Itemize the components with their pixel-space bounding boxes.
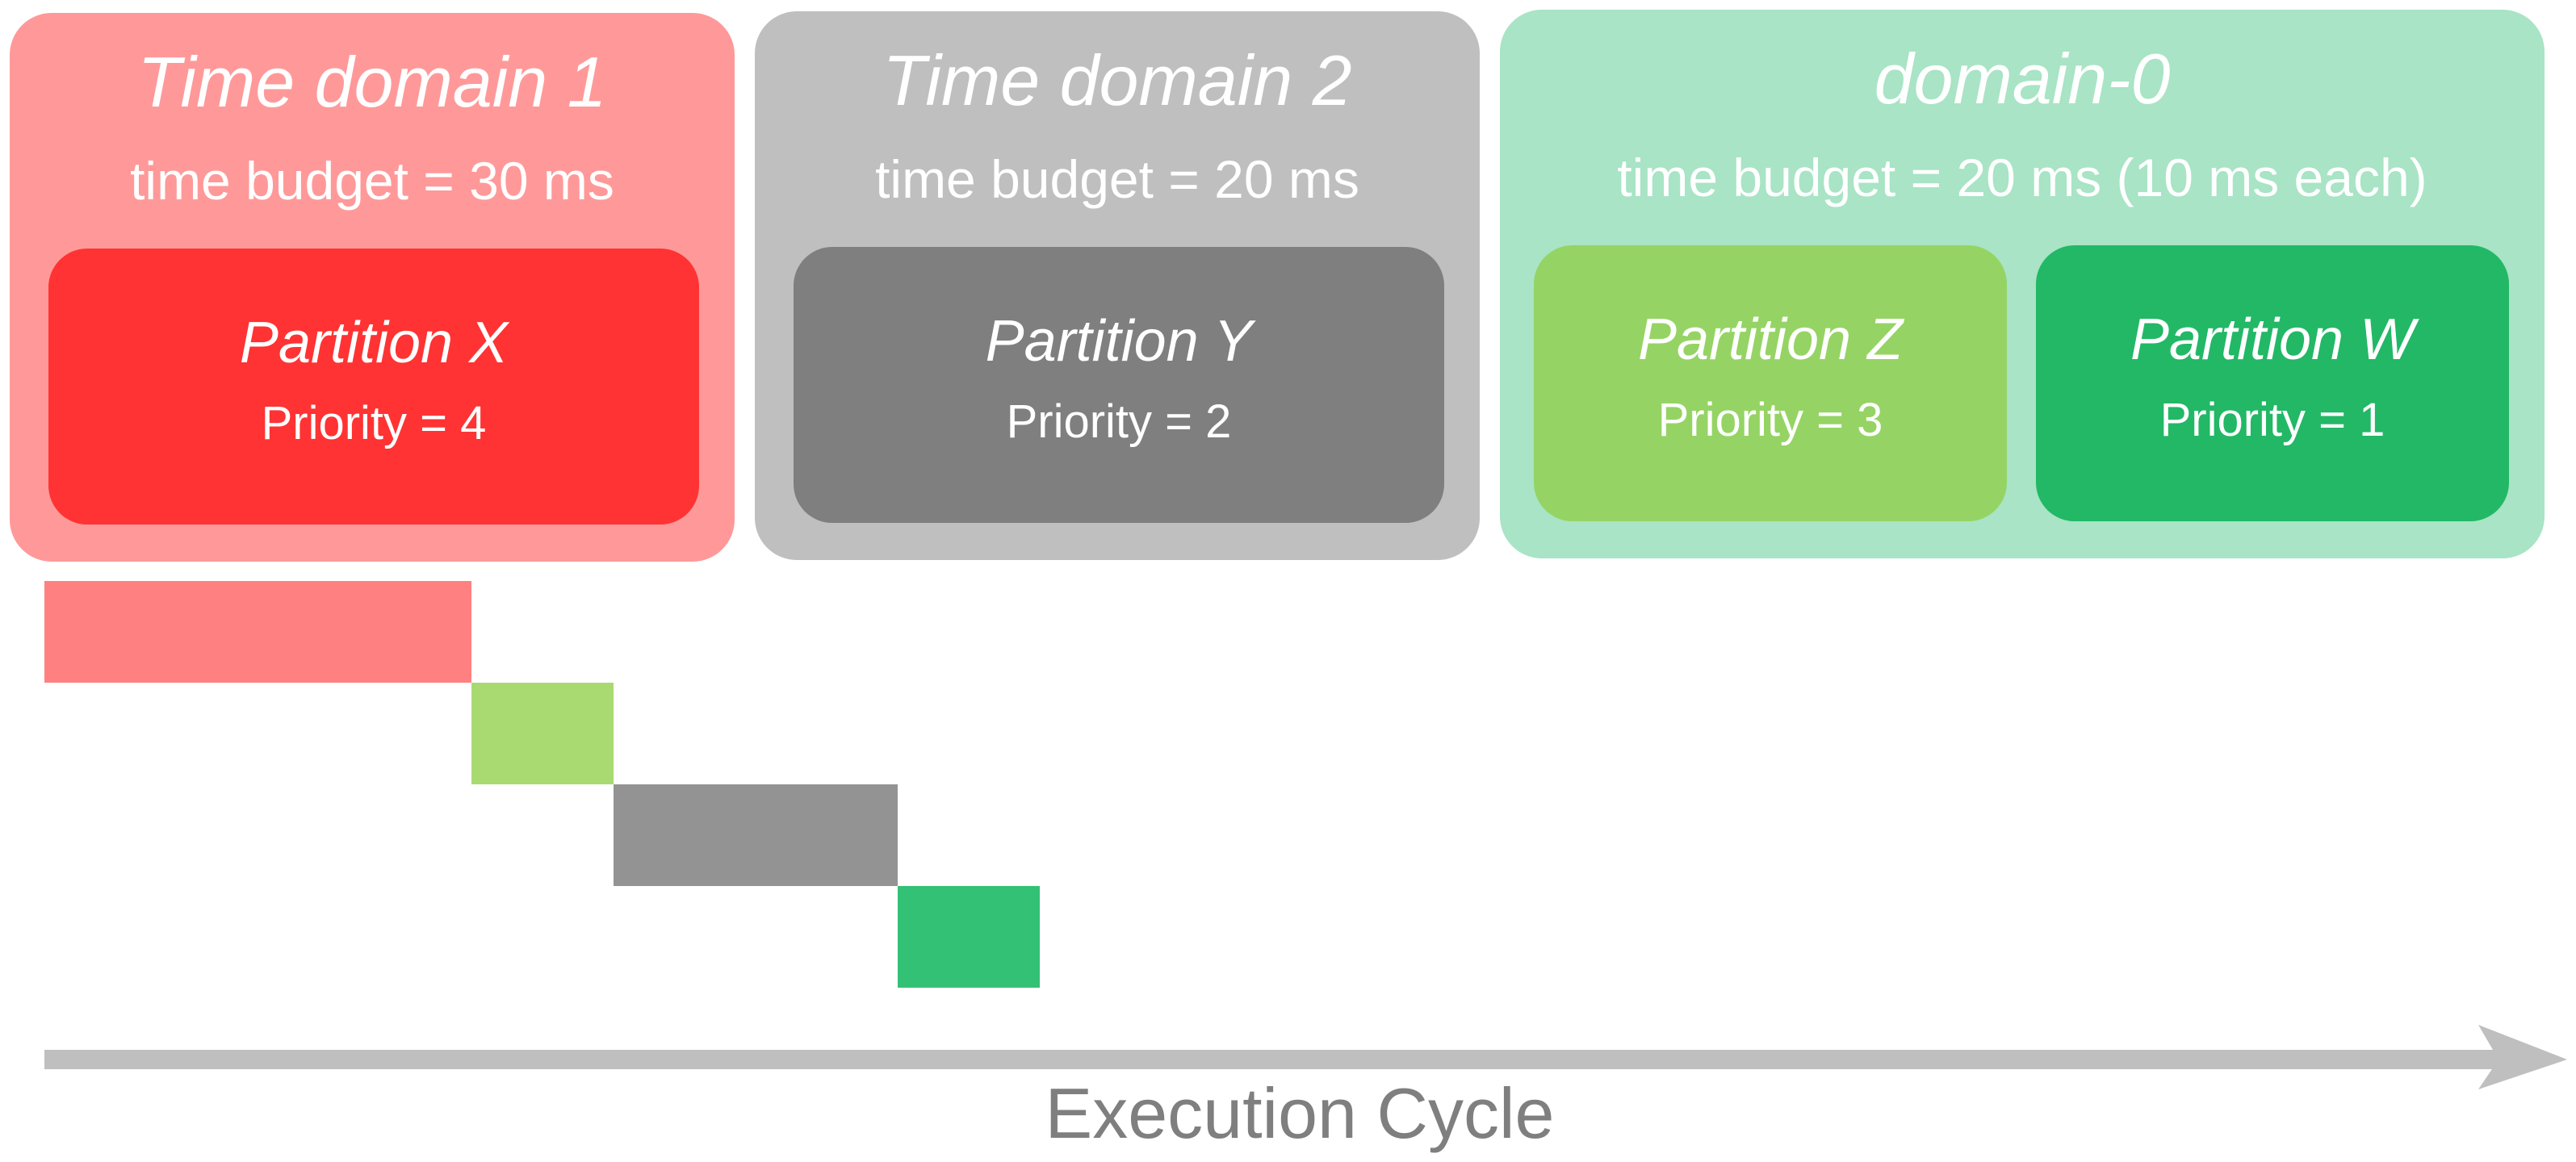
time-domain-2-box: Time domain 2 time budget = 20 ms Partit… [755, 11, 1480, 560]
partition-w-priority: Priority = 1 [2159, 394, 2385, 446]
domain-0-box: domain-0 time budget = 20 ms (10 ms each… [1500, 10, 2545, 558]
execution-cycle-label: Execution Cycle [1045, 1073, 1555, 1153]
partition-x-box: Partition X Priority = 4 [48, 249, 699, 525]
partition-z-box: Partition Z Priority = 3 [1534, 245, 2007, 521]
partition-y-box: Partition Y Priority = 2 [794, 247, 1444, 523]
schedule-bar-partition-z [471, 683, 614, 784]
partition-w-box: Partition W Priority = 1 [2036, 245, 2509, 521]
partition-y-priority: Priority = 2 [1006, 395, 1232, 448]
domain-0-title: domain-0 [1874, 39, 2171, 119]
time-domain-1-box: Time domain 1 time budget = 30 ms Partit… [10, 13, 735, 562]
partition-z-priority: Priority = 3 [1657, 394, 1883, 446]
time-domain-1-title: Time domain 1 [137, 42, 607, 122]
domain-0-budget: time budget = 20 ms (10 ms each) [1617, 148, 2427, 207]
time-domain-2-title: Time domain 2 [882, 40, 1352, 120]
arrow-head [2478, 1025, 2567, 1089]
time-domain-1-budget: time budget = 30 ms [130, 151, 614, 211]
partition-x-name: Partition X [239, 311, 509, 375]
partition-y-name: Partition Y [985, 309, 1253, 374]
partition-x-priority: Priority = 4 [261, 397, 487, 449]
schedule-bar-partition-y [613, 784, 898, 886]
partition-w-name: Partition W [2130, 307, 2415, 372]
schedule-bar-partition-w [898, 886, 1041, 988]
arrow-shaft [44, 1050, 2499, 1069]
schedule-bar-partition-x [44, 581, 471, 683]
partition-z-name: Partition Z [1637, 307, 1904, 372]
time-domain-2-budget: time budget = 20 ms [875, 149, 1359, 209]
